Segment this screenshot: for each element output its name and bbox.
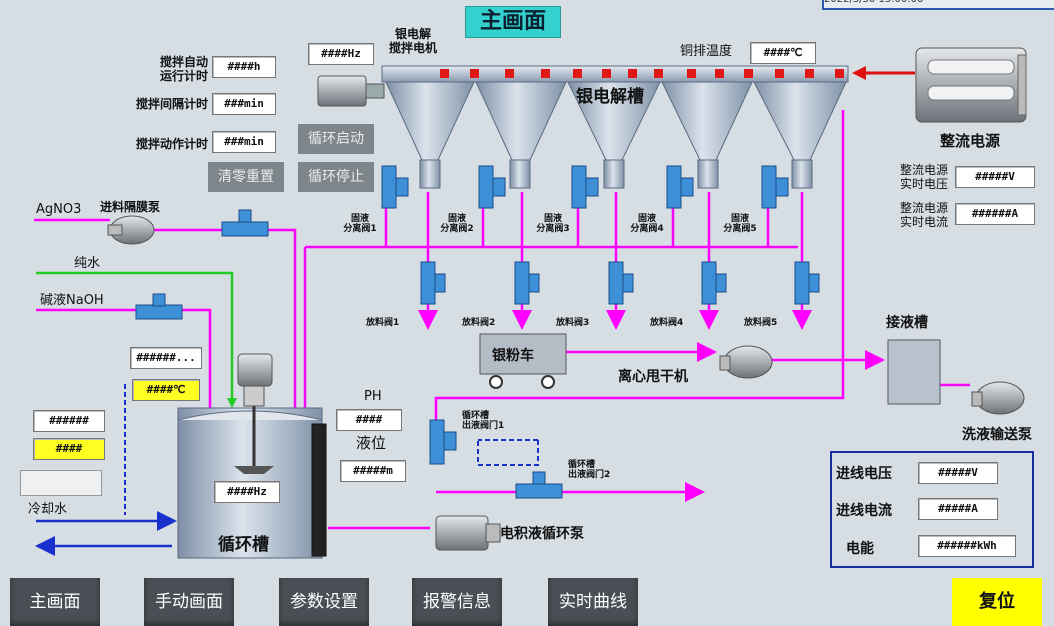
stir-interval-field: ###min (212, 93, 276, 115)
electrolysis-tanks (381, 65, 849, 189)
level-field: #####m (340, 460, 406, 482)
nav-manual[interactable]: 手动画面 (144, 578, 234, 626)
power-panel (830, 451, 1034, 568)
rectifier-unit (915, 47, 1027, 123)
rectifier-voltage-label: 整流电源 实时电压 (899, 163, 948, 191)
stir-interval-label: 搅拌间隔计时 (135, 97, 208, 111)
cycle-left-field-2: ###### (33, 410, 105, 432)
level-label: 液位 (356, 434, 387, 452)
power-voltage-field: #####V (918, 462, 998, 484)
nav-alarms[interactable]: 报警信息 (412, 578, 502, 626)
silver-cart-label: 银粉车 (492, 348, 534, 364)
cycle-stop-button[interactable]: 循环停止 (298, 162, 374, 192)
power-voltage-label: 进线电压 (836, 466, 892, 482)
discharge-valve-label-1: 放料阀1 (366, 318, 400, 328)
cycle-left-field-3: #### (33, 438, 105, 460)
discharge-valve-label-4: 放料阀4 (650, 318, 684, 328)
naoh-label: 碱液NaOH (40, 293, 104, 308)
cycle-temp-field: ####℃ (132, 379, 200, 401)
clock-display: 2022/3/30 15:00:00 (822, 0, 1054, 10)
cooling-water-label: 冷却水 (28, 502, 68, 517)
cycle-tank-freq-field: ####Hz (214, 481, 280, 503)
ph-field: #### (336, 409, 402, 431)
cycle-valve-label-1: 循环槽 出液阀门1 (462, 411, 505, 431)
power-energy-label: 电能 (846, 541, 874, 557)
centrifuge-shape (719, 345, 773, 379)
receiver-tank-shape (887, 339, 941, 405)
nav-trends[interactable]: 实时曲线 (548, 578, 638, 626)
pure-water-label: 纯水 (74, 256, 101, 271)
power-current-field: #####A (918, 498, 998, 520)
agno3-label: AgNO3 (36, 202, 82, 217)
wash-pump-label: 洗液输送泵 (962, 427, 1032, 443)
sep-valve-label-2: 固液 分离阀2 (440, 214, 474, 234)
stir-action-field: ###min (212, 131, 276, 153)
nav-main[interactable]: 主画面 (10, 578, 100, 626)
rectifier-voltage-field: #####V (955, 166, 1035, 188)
reset-button[interactable]: 复位 (952, 578, 1042, 626)
sep-valve-label-4: 固液 分离阀4 (630, 214, 664, 234)
rectifier-current-field: ######A (955, 203, 1035, 225)
receiver-tank-label: 接液槽 (886, 315, 928, 331)
page-title: 主画面 (465, 6, 561, 38)
feed-pump-label: 进料隔膜泵 (100, 200, 161, 214)
sep-valve-label-3: 固液 分离阀3 (536, 214, 570, 234)
power-current-label: 进线电流 (836, 503, 892, 519)
temp-field: ####℃ (750, 42, 816, 64)
separation-valve-shapes (135, 165, 820, 499)
electrolysis-tank-label: 银电解槽 (576, 87, 644, 107)
stir-run-label: 搅拌自动 运行计时 (159, 55, 208, 83)
rectifier-current-label: 整流电源 实时电流 (899, 201, 948, 229)
sep-valve-label-1: 固液 分离阀1 (343, 214, 377, 234)
motor-freq-field: ####Hz (308, 43, 374, 65)
stir-action-label: 搅拌动作计时 (135, 137, 208, 151)
feed-pump-shape (107, 215, 155, 245)
circulation-pump-shape (435, 515, 501, 551)
cooling-indicator (20, 470, 102, 496)
cycle-start-button[interactable]: 循环启动 (298, 124, 374, 154)
centrifuge-label: 离心甩干机 (618, 369, 688, 385)
discharge-valve-label-2: 放料阀2 (462, 318, 496, 328)
stirrer-motor (317, 75, 385, 107)
motor-label: 银电解 搅拌电机 (388, 27, 437, 55)
clear-reset-button[interactable]: 清零重置 (208, 162, 284, 192)
cycle-tank-label: 循环槽 (218, 535, 269, 555)
cycle-pump-label: 电积液循环泵 (500, 526, 584, 542)
ph-label: PH (364, 389, 382, 404)
stir-run-field: ####h (212, 56, 276, 78)
power-energy-field: ######kWh (918, 535, 1016, 557)
nav-params[interactable]: 参数设置 (279, 578, 369, 626)
discharge-valve-label-3: 放料阀3 (556, 318, 590, 328)
discharge-valve-label-5: 放料阀5 (744, 318, 778, 328)
rectifier-label: 整流电源 (940, 132, 1001, 150)
temp-label: 铜排温度 (680, 44, 733, 59)
wash-pump-shape (971, 381, 1025, 415)
sep-valve-label-5: 固液 分离阀5 (723, 214, 757, 234)
silver-cart-shape (479, 333, 567, 389)
cycle-left-field-1: ######... (130, 347, 202, 369)
cycle-valve-label-2: 循环槽 出液阀门2 (568, 460, 611, 480)
